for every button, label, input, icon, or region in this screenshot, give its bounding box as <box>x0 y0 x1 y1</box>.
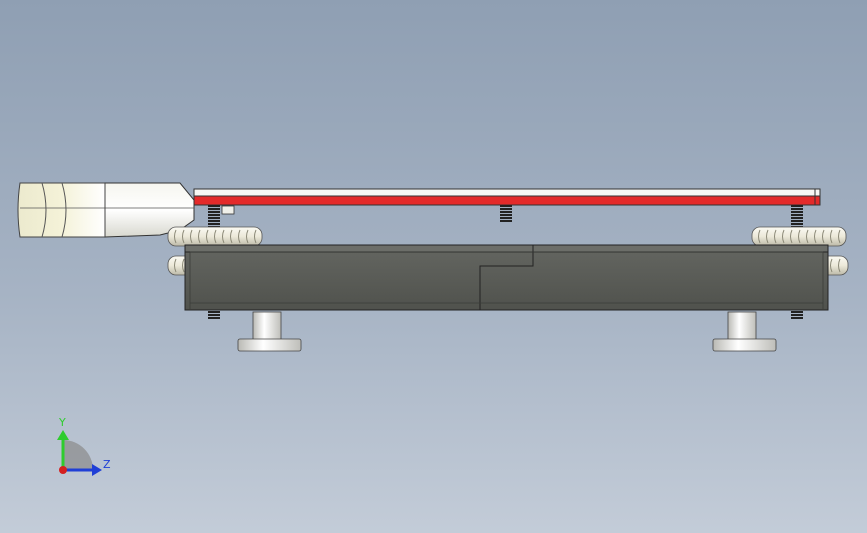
knurled-knob-1[interactable] <box>167 226 263 247</box>
foot-left[interactable] <box>237 311 302 352</box>
plate-red-layer <box>193 195 821 206</box>
spring-2 <box>500 205 512 222</box>
y-axis-label: Y <box>58 416 66 429</box>
top-plate[interactable] <box>193 188 821 206</box>
foot-right[interactable] <box>712 311 777 352</box>
plate-white-layer <box>193 188 821 197</box>
foot-left-post <box>252 311 282 341</box>
foot-right-base <box>712 338 777 352</box>
handle-cap <box>17 182 106 238</box>
base-split-line <box>479 245 534 310</box>
handle-assembly[interactable] <box>17 182 235 238</box>
handle-cap-curve <box>41 182 67 238</box>
foot-left-base <box>237 338 302 352</box>
base-block <box>184 251 829 311</box>
foot-right-post <box>727 311 757 341</box>
z-axis-head <box>92 464 102 476</box>
handle-pin <box>221 205 235 215</box>
y-axis-head <box>57 430 69 440</box>
base-top-lip <box>184 244 829 253</box>
z-axis-label: Z <box>103 458 111 471</box>
x-axis-dot <box>59 466 67 474</box>
triad-quadrant <box>63 440 93 470</box>
knurled-knob-3[interactable] <box>751 226 847 247</box>
axis-triad[interactable]: Y Z <box>57 416 111 476</box>
base-body[interactable] <box>184 244 829 311</box>
handle-body <box>104 182 195 238</box>
